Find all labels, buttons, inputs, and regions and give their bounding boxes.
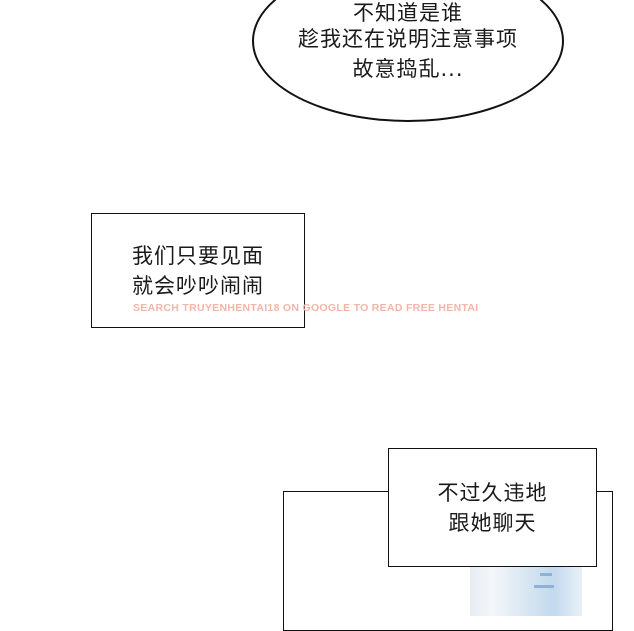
caption-box-2: 不过久违地 跟她聊天: [388, 448, 597, 567]
caption-box-1: 我们只要见面 就会吵吵闹闹: [91, 213, 305, 328]
panel-art-detail: [540, 573, 552, 576]
bubble-line-1: 不知道是谁: [353, 1, 463, 25]
panel-art-detail: [534, 585, 554, 588]
caption-1-line-2: 就会吵吵闹闹: [132, 273, 264, 298]
caption-2-line-1: 不过久违地: [437, 480, 548, 505]
bubble-line-2: 趁我还在说明注意事项: [298, 27, 518, 51]
bubble-line-3: 故意捣乱...: [352, 57, 464, 81]
caption-2-line-2: 跟她聊天: [448, 510, 537, 535]
watermark-text: SEARCH TRUYENHENTAI18 ON GOOGLE TO READ …: [133, 302, 479, 314]
caption-1-line-1: 我们只要见面: [132, 243, 264, 268]
speech-bubble: 不知道是谁 趁我还在说明注意事项 故意捣乱...: [252, 0, 564, 122]
